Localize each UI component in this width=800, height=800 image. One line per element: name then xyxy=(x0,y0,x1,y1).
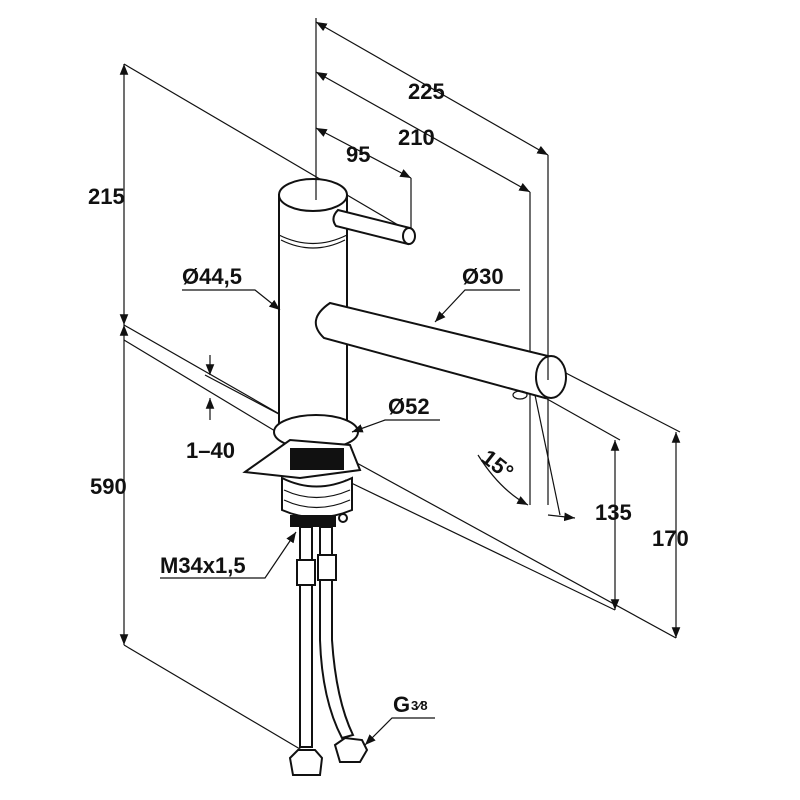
base-assembly xyxy=(242,414,362,527)
spout xyxy=(314,301,567,400)
dim-hose-fraction: 3⁄8 xyxy=(411,698,428,713)
dim-590: 590 xyxy=(90,474,127,499)
dim-thread: M34x1,5 xyxy=(160,553,246,578)
dimension-lines-right xyxy=(344,369,681,639)
dim-95: 95 xyxy=(346,142,370,167)
dimension-lines-left xyxy=(119,63,411,753)
dim-spout-diameter: Ø30 xyxy=(462,264,504,289)
dim-135: 135 xyxy=(595,500,632,525)
dim-counter-thickness: 1–40 xyxy=(186,438,235,463)
supply-hoses xyxy=(288,526,369,776)
leader-lines xyxy=(160,289,520,746)
dim-body-diameter: Ø44,5 xyxy=(182,264,242,289)
dim-angle: 15° xyxy=(477,445,519,485)
dim-base-diameter: Ø52 xyxy=(388,394,430,419)
dim-215: 215 xyxy=(88,184,125,209)
lever-handle xyxy=(332,208,416,246)
dimension-lines-top xyxy=(315,18,549,505)
dim-hose-connection: G xyxy=(393,692,410,717)
dim-170: 170 xyxy=(652,526,689,551)
dim-210: 210 xyxy=(398,125,435,150)
dim-225: 225 xyxy=(408,79,445,104)
